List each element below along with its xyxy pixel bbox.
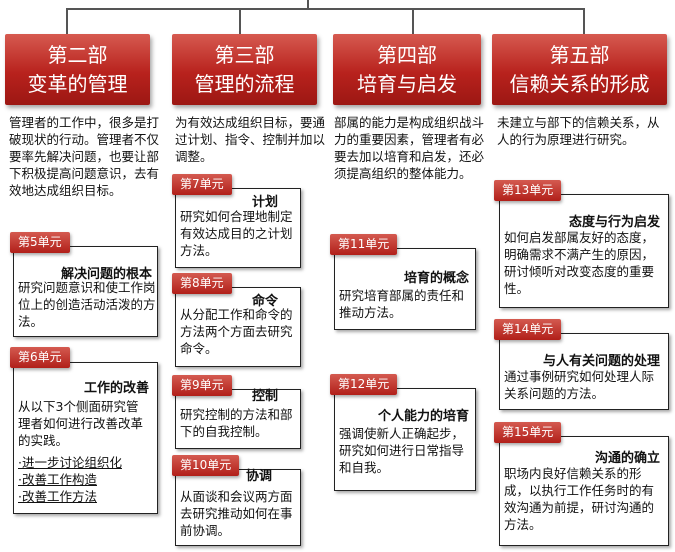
unit-title: 培育的概念 xyxy=(403,271,469,286)
connector-drop-2 xyxy=(239,8,241,35)
unit-card-9: 控制 研究控制的方法和部下的自我控制。 xyxy=(175,389,301,449)
unit-body: 从面谈和会议两方面去研究推动如何在事前协调。 xyxy=(180,489,293,538)
unit-card-8: 命令 从分配工作和命令的方法两个方面去研究命令。 xyxy=(175,287,301,367)
unit-card-13: 态度与行为启发 如何启发部属友好的态度，明确需求不满产生的原因，研讨倾听对改变态… xyxy=(499,194,669,308)
header-part-3: 第三部 管理的流程 xyxy=(172,34,317,105)
unit-body: 研究培育部属的责任和推动方法。 xyxy=(339,288,465,320)
intro-part-3: 为有效达成组织目标，要通过计划、指令、控制并加以调整。 xyxy=(175,115,326,164)
unit-body: 职场内良好信赖关系的形成，以执行工作任务时的有效沟通为前提，研讨沟通的方法。 xyxy=(504,466,655,532)
unit-card-15: 沟通的确立 职场内良好信赖关系的形成，以执行工作任务时的有效沟通为前提，研讨沟通… xyxy=(499,436,669,546)
unit-card-6: 工作的改善 从以下3个侧面研究管理者如何进行改善改革的实践。 ·进一步讨论组织化… xyxy=(13,362,158,514)
connector-top-stem xyxy=(307,0,309,9)
unit-body: 从以下3个侧面研究管理者如何进行改善改革的实践。 xyxy=(18,399,144,448)
unit-tag-8: 第8单元 xyxy=(172,273,232,294)
unit-tag-15: 第15单元 xyxy=(494,422,562,443)
header-title: 培育与启发 xyxy=(357,72,457,96)
unit-card-14: 与人有关问题的处理 通过事例研究如何处理人际关系问题的方法。 xyxy=(499,333,669,410)
unit-body: 如何启发部属友好的态度，明确需求不满产生的原因，研讨倾听对改变态度的重要性。 xyxy=(504,230,655,296)
unit-tag-5: 第5单元 xyxy=(10,232,70,253)
header-title: 信赖关系的形成 xyxy=(509,72,650,96)
header-part-4: 第四部 培育与启发 xyxy=(333,34,481,105)
unit-title: 与人有关问题的处理 xyxy=(542,354,660,369)
unit-body: 研究控制的方法和部下的自我控制。 xyxy=(180,407,293,439)
intro-part-2: 管理者的工作中，很多是打破现状的行动。管理者不仅要率先解决问题，也要让部下积极提… xyxy=(9,115,160,198)
unit-title: 命令 xyxy=(251,294,278,309)
unit-tag-6: 第6单元 xyxy=(10,347,70,368)
connector-drop-1 xyxy=(66,8,68,35)
header-part-label: 第二部 xyxy=(47,43,108,67)
unit-title: 控制 xyxy=(251,389,278,404)
connector-drop-4 xyxy=(583,8,585,35)
connector-horizontal xyxy=(66,8,585,10)
unit-body: 从分配工作和命令的方法两个方面去研究命令。 xyxy=(180,307,293,356)
unit-title: 计划 xyxy=(251,195,278,210)
unit-list-item: ·改善工作构造 xyxy=(18,472,97,487)
header-title: 管理的流程 xyxy=(194,72,295,96)
unit-title: 个人能力的培育 xyxy=(377,409,469,424)
unit-card-10: 协调 从面谈和会议两方面去研究推动如何在事前协调。 xyxy=(175,469,301,546)
unit-tag-12: 第12单元 xyxy=(330,374,398,395)
header-part-label: 第三部 xyxy=(214,43,275,67)
unit-card-5: 解决问题的根本 研究问题意识和使工作岗位上的创造活动活泼的方法。 xyxy=(13,246,158,337)
unit-body: 通过事例研究如何处理人际关系问题的方法。 xyxy=(504,369,655,401)
header-part-5: 第五部 信赖关系的形成 xyxy=(492,34,667,105)
unit-card-7: 计划 研究如何合理地制定有效达成目的之计划方法。 xyxy=(175,188,301,268)
header-part-2: 第二部 变革的管理 xyxy=(5,34,150,105)
header-part-label: 第四部 xyxy=(377,43,437,67)
unit-list-item: ·改善工作方法 xyxy=(18,489,97,504)
unit-list-item: ·进一步讨论组织化 xyxy=(18,455,122,470)
intro-part-5: 未建立与部下的信赖关系，从人的行为原理进行研究。 xyxy=(497,115,660,147)
unit-tag-9: 第9单元 xyxy=(172,375,232,396)
unit-tag-13: 第13单元 xyxy=(494,180,562,201)
unit-title: 态度与行为启发 xyxy=(568,215,660,230)
unit-tag-10: 第10单元 xyxy=(172,455,240,476)
header-title: 变革的管理 xyxy=(27,72,128,96)
unit-title: 解决问题的根本 xyxy=(60,267,152,282)
unit-tag-7: 第7单元 xyxy=(172,174,232,195)
connector-drop-3 xyxy=(412,8,414,35)
unit-title: 沟通的确立 xyxy=(594,451,660,466)
header-part-label: 第五部 xyxy=(549,43,610,67)
unit-title: 工作的改善 xyxy=(83,381,149,396)
unit-card-12: 个人能力的培育 强调使新人正确起步，研究如何进行日常指导和自我。 xyxy=(334,388,476,491)
unit-body: 研究如何合理地制定有效达成目的之计划方法。 xyxy=(180,209,293,258)
intro-part-4: 部属的能力是构成组织战斗力的重要因素，管理者有必要去加以培育和启发，还必须提高组… xyxy=(334,115,485,181)
unit-tag-11: 第11单元 xyxy=(330,234,398,255)
unit-body: 强调使新人正确起步，研究如何进行日常指导和自我。 xyxy=(339,426,465,475)
unit-card-11: 培育的概念 研究培育部属的责任和推动方法。 xyxy=(334,248,476,330)
unit-title: 协调 xyxy=(245,469,272,484)
unit-tag-14: 第14单元 xyxy=(494,319,562,340)
unit-body: 研究问题意识和使工作岗位上的创造活动活泼的方法。 xyxy=(18,280,156,329)
